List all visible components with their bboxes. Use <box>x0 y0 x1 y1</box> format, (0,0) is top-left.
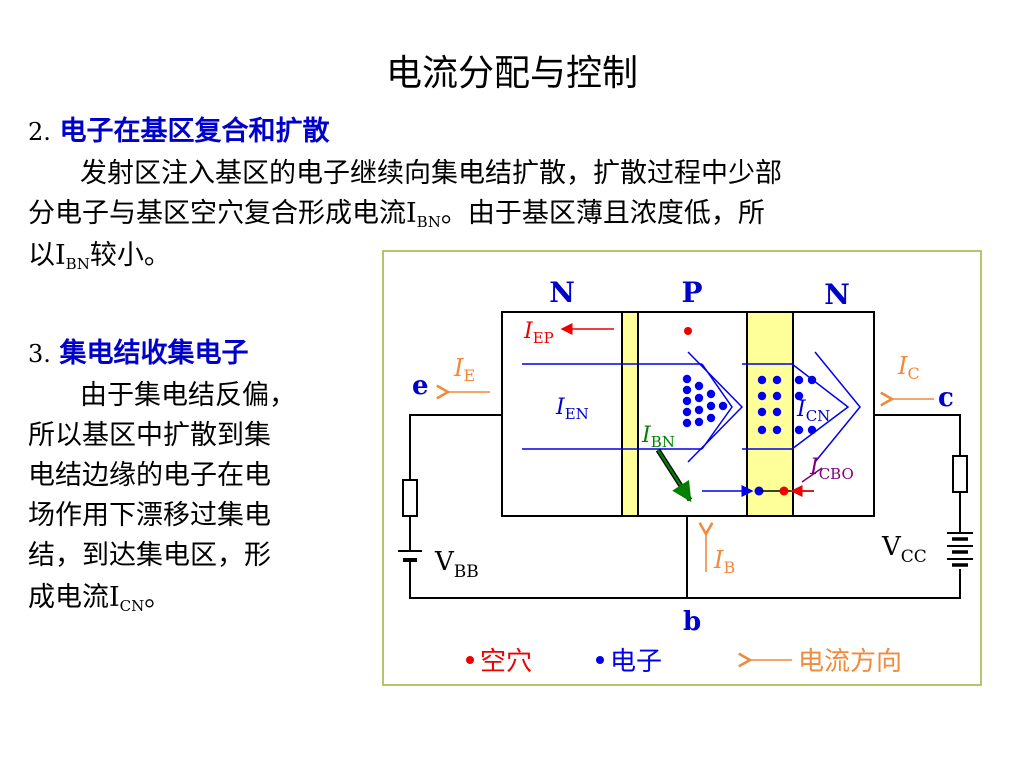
ib-label: IB <box>713 546 735 577</box>
text-part: 。由于基区薄且浓度低，所 <box>440 198 765 229</box>
page-title: 电流分配与控制 <box>385 53 638 94</box>
voltage-symbol: V <box>881 532 902 562</box>
hole-dot <box>684 327 692 335</box>
section3-line1: 由于集电结反偏， <box>80 380 296 411</box>
terminal-b-label: b <box>683 607 701 637</box>
current-subscript: EN <box>565 405 589 423</box>
section2-number: 2. <box>28 118 51 146</box>
vbb-label: VBB <box>434 547 479 582</box>
ien-chevron-inner <box>701 363 733 450</box>
terminal-c-label: c <box>938 383 954 413</box>
current-symbol: I <box>809 455 820 480</box>
ien-label: IEN <box>555 395 589 423</box>
icbo-hole <box>779 486 789 496</box>
emitter-junction <box>621 311 639 517</box>
ibn-label: IBN <box>641 423 675 451</box>
voltage-subscript: BB <box>454 562 479 582</box>
ibn-arrow <box>656 449 692 503</box>
collector-junction <box>746 311 794 517</box>
external-circuit <box>398 414 973 599</box>
section2-line1: 发射区注入基区的电子继续向集电结扩散，扩散过程中少部 <box>80 158 782 189</box>
section3-line5: 结，到达集电区，形 <box>28 540 271 571</box>
current-symbol: I <box>713 546 724 574</box>
section3-line3: 电结边缘的电子在电 <box>28 460 271 491</box>
section2-heading-line: 2. 电子在基区复合和扩散 <box>28 114 330 150</box>
region-n-left-label: N <box>549 276 575 309</box>
current-symbol: I <box>555 395 566 420</box>
text-part: 。 <box>144 582 172 613</box>
section3-number: 3. <box>28 340 51 368</box>
current-subscript: CBO <box>819 465 854 483</box>
legend-electron-dot <box>596 656 604 664</box>
icn-chevron-outer <box>814 351 861 463</box>
terminal-e-label: e <box>412 371 429 401</box>
base-electrons <box>682 374 728 428</box>
transistor-diagram-svg: N P N IEP IEN ICN IBN ICBO <box>398 276 973 677</box>
section3-heading-line: 3. 集电结收集电子 <box>28 336 249 372</box>
voltage-subscript: CC <box>901 547 927 567</box>
icn-label: ICN <box>796 397 830 425</box>
region-n-right-label: N <box>824 278 850 311</box>
text-part: 分电子与基区空穴复合形成电流I <box>28 198 417 229</box>
legend-current-label: 电流方向 <box>798 647 902 677</box>
current-subscript: B <box>723 558 735 577</box>
current-subscript: CN <box>806 407 831 425</box>
section3-line4: 场作用下漂移过集电 <box>28 500 271 531</box>
legend-hole-dot <box>466 656 474 664</box>
text-part: 以I <box>28 240 66 271</box>
subscript: CN <box>119 597 145 615</box>
section2-heading: 电子在基区复合和扩散 <box>59 116 330 147</box>
subscript: BN <box>65 255 90 273</box>
ie-label: IE <box>453 354 475 385</box>
current-subscript: EP <box>533 329 554 347</box>
ic-label: IC <box>897 352 920 383</box>
current-symbol: I <box>641 423 652 448</box>
current-symbol: I <box>453 354 464 382</box>
text-part: 成电流I <box>28 582 120 613</box>
vcc-label: VCC <box>881 532 927 567</box>
section2-line3: 以IBN较小。 <box>28 238 171 282</box>
current-symbol: I <box>796 397 807 422</box>
section2-line2: 分电子与基区空穴复合形成电流IBN。由于基区薄且浓度低，所 <box>28 196 765 240</box>
current-symbol: I <box>523 319 534 344</box>
region-p-label: P <box>681 276 702 309</box>
legend-hole-label: 空穴 <box>480 647 532 677</box>
iep-label: IEP <box>523 319 554 347</box>
transistor-diagram: N P N IEP IEN ICN IBN ICBO <box>382 250 982 686</box>
section3-line6: 成电流ICN。 <box>28 580 171 624</box>
subscript: BN <box>416 213 441 231</box>
current-symbol: I <box>897 352 908 380</box>
current-subscript: BN <box>651 433 675 451</box>
icbo-pointer <box>801 467 823 483</box>
section3-heading: 集电结收集电子 <box>59 338 249 369</box>
junction-electrons <box>757 375 817 435</box>
current-subscript: E <box>463 366 475 385</box>
text-part: 较小。 <box>89 240 171 271</box>
section3-line2: 所以基区中扩散到集 <box>28 420 271 451</box>
voltage-symbol: V <box>434 547 455 577</box>
current-subscript: C <box>907 364 919 383</box>
icbo-label: ICBO <box>809 455 854 483</box>
legend-electron-label: 电子 <box>610 647 662 677</box>
